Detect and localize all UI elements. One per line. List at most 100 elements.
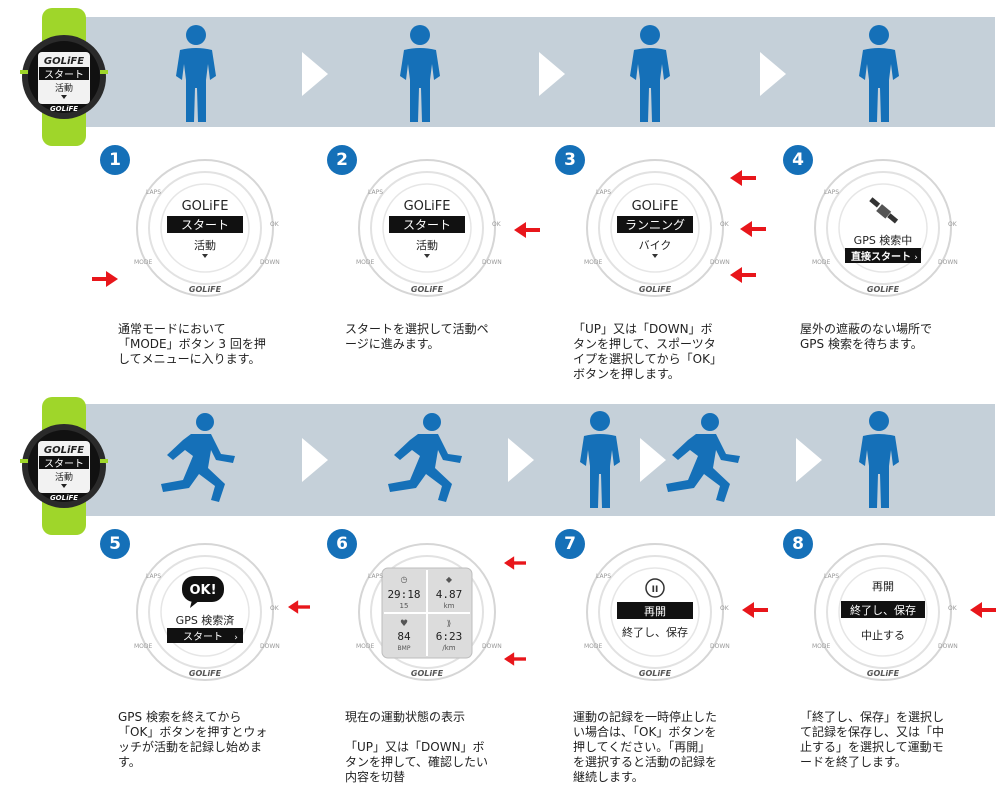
svg-text:GOLiFE: GOLiFE bbox=[44, 445, 84, 456]
svg-text:GPS 検索済: GPS 検索済 bbox=[176, 613, 235, 627]
step-number-badge: 4 bbox=[783, 145, 813, 175]
svg-text:LAPS: LAPS bbox=[824, 189, 839, 196]
step-number-badge: 8 bbox=[783, 529, 813, 559]
svg-text:バイク: バイク bbox=[639, 239, 672, 252]
step-number-badge: 6 bbox=[327, 529, 357, 559]
svg-text:OK: OK bbox=[720, 221, 730, 228]
svg-text:終了し、保存: 終了し、保存 bbox=[850, 603, 916, 617]
svg-text:ランニング: ランニング bbox=[625, 218, 685, 232]
chevron-right-icon bbox=[796, 438, 822, 482]
svg-text:スタート: スタート bbox=[44, 458, 84, 470]
step-description: 現在の運動状態の表示 「UP」又は「DOWN」ボ タンを押して、確認したい 内容… bbox=[345, 710, 489, 784]
svg-text:DOWN: DOWN bbox=[938, 643, 958, 650]
svg-text:終了し、保存: 終了し、保存 bbox=[622, 625, 688, 639]
watch-face-step-3: GOLiFE ランニング バイク GOLiFE LAPS OK MODE DOW… bbox=[584, 159, 730, 297]
svg-text:直接スタート: 直接スタート bbox=[851, 250, 911, 263]
watch-face-step-7: II 再開 終了し、保存 GOLiFE LAPS OK MODE DOWN bbox=[584, 543, 730, 681]
svg-text:4.87: 4.87 bbox=[436, 588, 463, 601]
svg-text:LAPS: LAPS bbox=[596, 189, 611, 196]
step-description: 運動の記録を一時停止した い場合は、「OK」ボタンを 押してください。「再開」 … bbox=[573, 710, 718, 784]
red-arrow-left-icon bbox=[514, 222, 540, 238]
svg-text:GOLiFE: GOLiFE bbox=[44, 56, 84, 67]
svg-text:LAPS: LAPS bbox=[368, 189, 383, 196]
svg-text:›: › bbox=[914, 253, 918, 263]
red-arrow-left-icon bbox=[730, 267, 756, 283]
svg-text:OK!: OK! bbox=[189, 583, 216, 598]
svg-text:再開: 再開 bbox=[644, 605, 666, 618]
red-arrow-left-icon bbox=[504, 652, 526, 666]
svg-text:29:18: 29:18 bbox=[387, 588, 420, 601]
svg-text:OK: OK bbox=[948, 221, 958, 228]
running-person-icon bbox=[388, 413, 462, 502]
chevron-right-icon bbox=[302, 52, 328, 96]
svg-text:MODE: MODE bbox=[812, 259, 831, 266]
svg-text:スタート: スタート bbox=[44, 69, 84, 81]
svg-text:OK: OK bbox=[948, 605, 958, 612]
svg-text:活動: 活動 bbox=[55, 82, 73, 94]
svg-text:MODE: MODE bbox=[584, 259, 603, 266]
step-description: GPS 検索を終えてから 「OK」ボタンを押すとウォ ッチが活動を記録し始めま … bbox=[118, 710, 268, 769]
standing-person-icon bbox=[176, 25, 216, 122]
red-arrow-left-icon bbox=[288, 600, 310, 614]
svg-text:GOLiFE: GOLiFE bbox=[182, 199, 229, 214]
step-description: 屋外の遮蔽のない場所で GPS 検索を待ちます。 bbox=[800, 322, 933, 351]
chevron-right-icon bbox=[508, 438, 534, 482]
step-number-badge: 7 bbox=[555, 529, 585, 559]
step-number-badge: 2 bbox=[327, 145, 357, 175]
running-person-icon bbox=[666, 413, 740, 502]
svg-text:MODE: MODE bbox=[134, 259, 153, 266]
watch-face-step-1: GOLiFE スタート 活動 GOLiFE LAPS OK MODE DOWN bbox=[134, 159, 280, 297]
svg-text:6:23: 6:23 bbox=[436, 630, 463, 643]
svg-text:GOLiFE: GOLiFE bbox=[867, 669, 900, 678]
svg-text:GOLiFE: GOLiFE bbox=[867, 285, 900, 294]
watch-face-step-2: GOLiFE スタート 活動 GOLiFE LAPS OK MODE DOWN bbox=[356, 159, 502, 297]
red-arrow-right-icon bbox=[92, 271, 118, 287]
red-arrow-left-icon bbox=[504, 556, 526, 570]
svg-text:活動: 活動 bbox=[55, 471, 73, 483]
svg-text:/km: /km bbox=[442, 644, 455, 652]
svg-text:OK: OK bbox=[270, 605, 280, 612]
svg-text:km: km bbox=[444, 602, 455, 610]
red-arrow-left-icon bbox=[970, 602, 996, 618]
svg-text:DOWN: DOWN bbox=[710, 643, 730, 650]
svg-text:OK: OK bbox=[492, 221, 502, 228]
svg-text:♥: ♥ bbox=[400, 619, 408, 629]
chevron-right-icon bbox=[539, 52, 565, 96]
svg-text:DOWN: DOWN bbox=[260, 643, 280, 650]
svg-text:OK: OK bbox=[270, 221, 280, 228]
svg-text:◷: ◷ bbox=[401, 575, 408, 584]
svg-text:LAPS: LAPS bbox=[146, 189, 161, 196]
svg-text:スタート: スタート bbox=[183, 631, 223, 643]
watch-thumbnail-2: GOLiFE スタート 活動 GOLiFE bbox=[20, 397, 108, 535]
svg-text:DOWN: DOWN bbox=[710, 259, 730, 266]
svg-text:BMP: BMP bbox=[398, 645, 411, 652]
svg-text:II: II bbox=[652, 585, 659, 595]
svg-text:GOLiFE: GOLiFE bbox=[411, 669, 444, 678]
svg-text:◆: ◆ bbox=[446, 575, 453, 584]
svg-text:84: 84 bbox=[397, 630, 411, 643]
svg-text:GOLiFE: GOLiFE bbox=[189, 669, 222, 678]
svg-text:OK: OK bbox=[720, 605, 730, 612]
instruction-band-1 bbox=[70, 17, 995, 127]
svg-text:スタート: スタート bbox=[403, 218, 451, 232]
svg-text:GOLiFE: GOLiFE bbox=[632, 199, 679, 214]
red-arrow-left-icon bbox=[730, 170, 756, 186]
svg-text:LAPS: LAPS bbox=[824, 573, 839, 580]
svg-text:GOLiFE: GOLiFE bbox=[50, 494, 78, 502]
satellite-icon bbox=[869, 197, 899, 224]
svg-text:MODE: MODE bbox=[356, 643, 375, 650]
watch-thumbnail-1: GOLiFE スタート 活動 GOLiFE bbox=[20, 8, 108, 146]
standing-person-icon bbox=[400, 25, 440, 122]
red-arrow-left-icon bbox=[740, 221, 766, 237]
svg-text:再開: 再開 bbox=[872, 580, 894, 593]
svg-text:LAPS: LAPS bbox=[146, 573, 161, 580]
svg-text:DOWN: DOWN bbox=[260, 259, 280, 266]
watch-face-step-6: ◷ 29:18 15 ◆ 4.87 km ♥ 84 BMP ⟫ 6:23 /km… bbox=[356, 543, 502, 681]
svg-text:GOLiFE: GOLiFE bbox=[189, 285, 222, 294]
svg-text:活動: 活動 bbox=[416, 238, 438, 252]
watch-face-step-8: 再開 終了し、保存 中止する GOLiFE LAPS OK MODE DOWN bbox=[812, 543, 958, 681]
svg-text:GOLiFE: GOLiFE bbox=[639, 669, 672, 678]
step-number-badge: 1 bbox=[100, 145, 130, 175]
chevron-right-icon bbox=[640, 438, 666, 482]
svg-text:MODE: MODE bbox=[356, 259, 375, 266]
